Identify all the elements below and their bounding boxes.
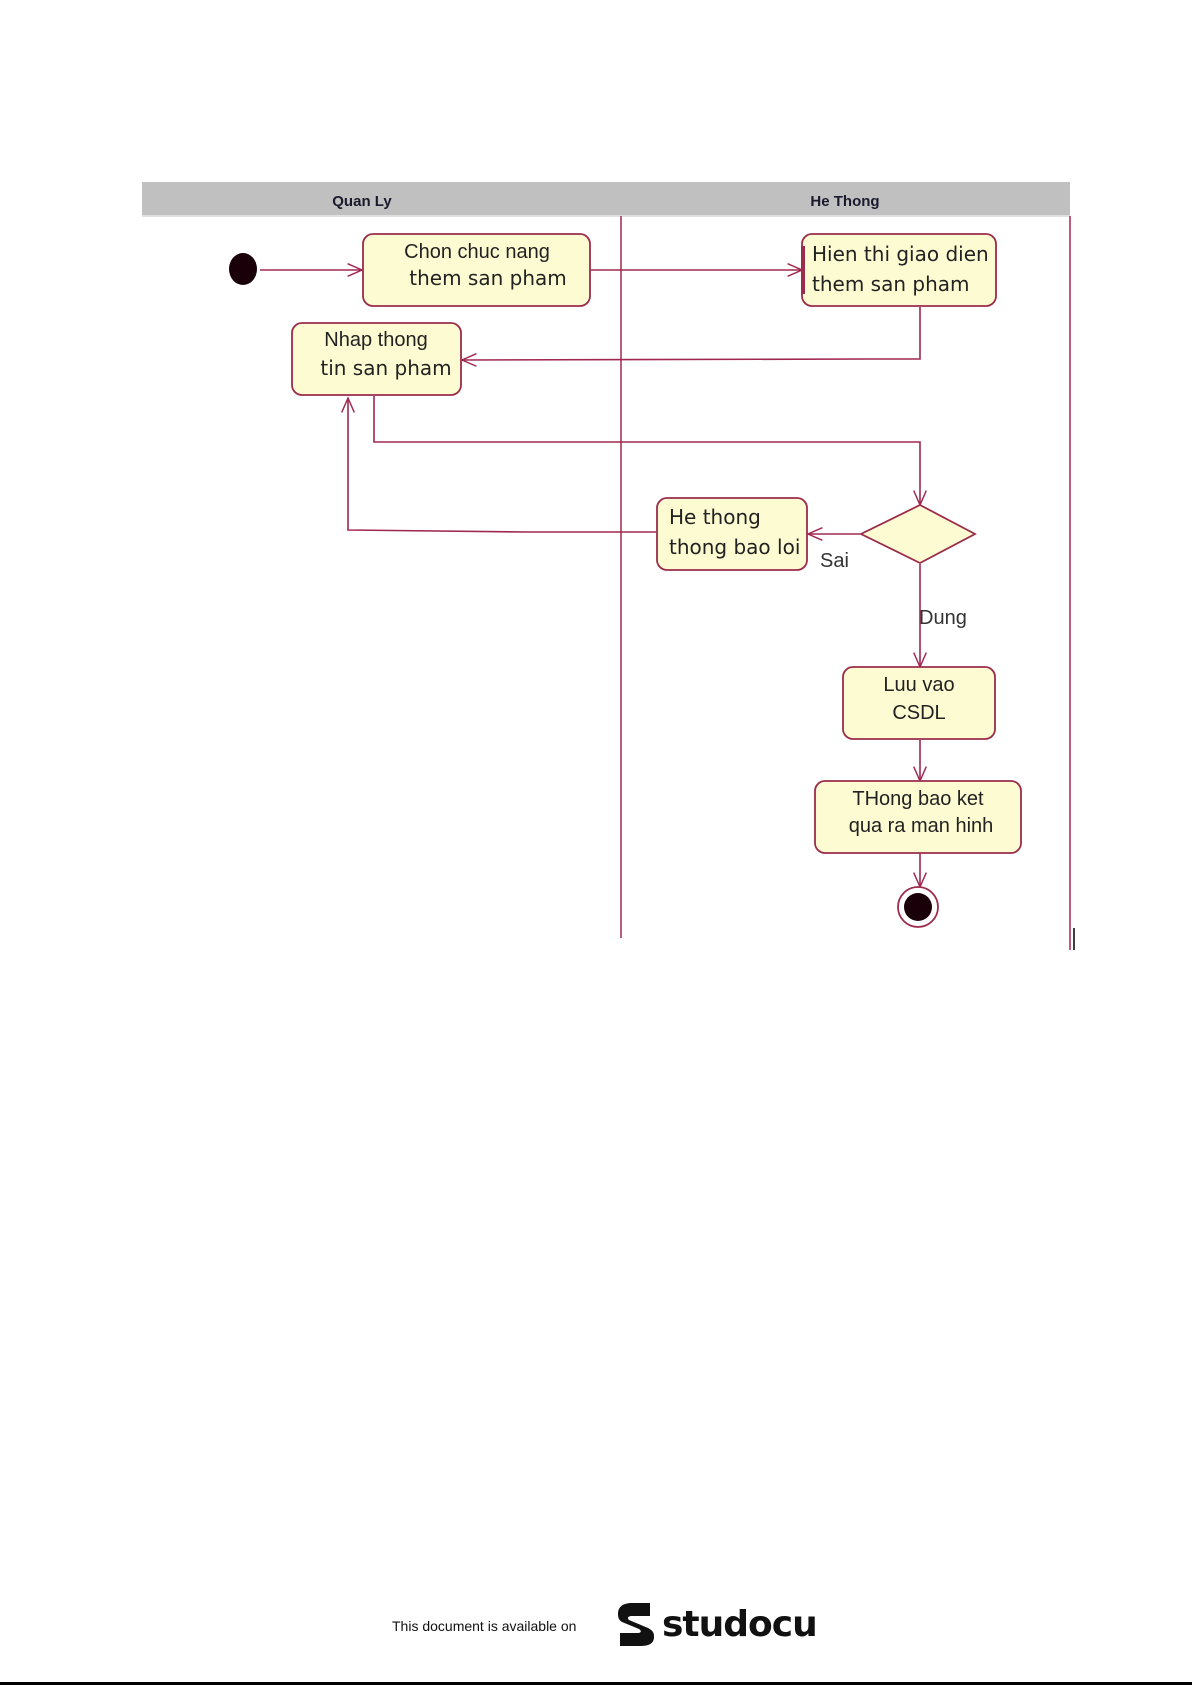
action-baoloi-line1: He thong: [669, 505, 761, 529]
action-luu-vao-csdl: Luu vao CSDL: [843, 667, 995, 739]
action-hienthi-line2: them san pham: [812, 272, 969, 296]
action-baoloi-line2: thong bao loi: [669, 535, 800, 559]
studocu-brand: studocu: [662, 1604, 817, 1645]
decision-node: [861, 505, 975, 563]
action-chon-line1: Chon chuc nang: [404, 241, 550, 263]
final-node: [898, 887, 938, 927]
swimlane-header: [142, 182, 1070, 216]
studocu-logo-icon: [610, 1600, 658, 1648]
action-luu-line2: CSDL: [892, 702, 945, 724]
lane-title-he-thong: He Thong: [810, 193, 879, 210]
studocu-logo[interactable]: studocu: [610, 1600, 817, 1648]
action-luu-line1: Luu vao: [883, 674, 954, 696]
initial-node: [229, 253, 257, 285]
action-thongbao-line1: THong bao ket: [852, 788, 984, 810]
action-thong-bao-loi: He thong thong bao loi: [657, 498, 807, 570]
action-thong-bao-ket-qua: THong bao ket qua ra man hinh: [815, 781, 1021, 853]
guard-dung: Dung: [919, 607, 967, 629]
edge-baoloi-to-nhap: [348, 398, 656, 532]
action-nhap-line2: tin san pham: [320, 356, 451, 380]
action-chon-line2: them san pham: [409, 266, 566, 290]
activity-diagram: Quan Ly He Thong Chon chuc nang them san…: [0, 0, 1192, 960]
action-nhap-line1: Nhap thong: [324, 329, 427, 351]
action-chon-chuc-nang: Chon chuc nang them san pham: [363, 234, 590, 306]
footer-text: This document is available on: [392, 1618, 576, 1634]
footer: This document is available on studocu: [0, 1590, 1192, 1670]
lane-title-quan-ly: Quan Ly: [332, 193, 392, 210]
edge-hienthi-to-nhap: [462, 307, 920, 360]
guard-sai: Sai: [820, 550, 849, 572]
edge-nhap-to-decision: [374, 396, 920, 505]
action-thongbao-line2: qua ra man hinh: [849, 815, 994, 837]
action-hien-thi-giao-dien: Hien thi giao dien them san pham: [802, 234, 996, 306]
action-hienthi-line1: Hien thi giao dien: [812, 242, 989, 266]
action-nhap-thong-tin: Nhap thong tin san pham: [292, 323, 461, 395]
